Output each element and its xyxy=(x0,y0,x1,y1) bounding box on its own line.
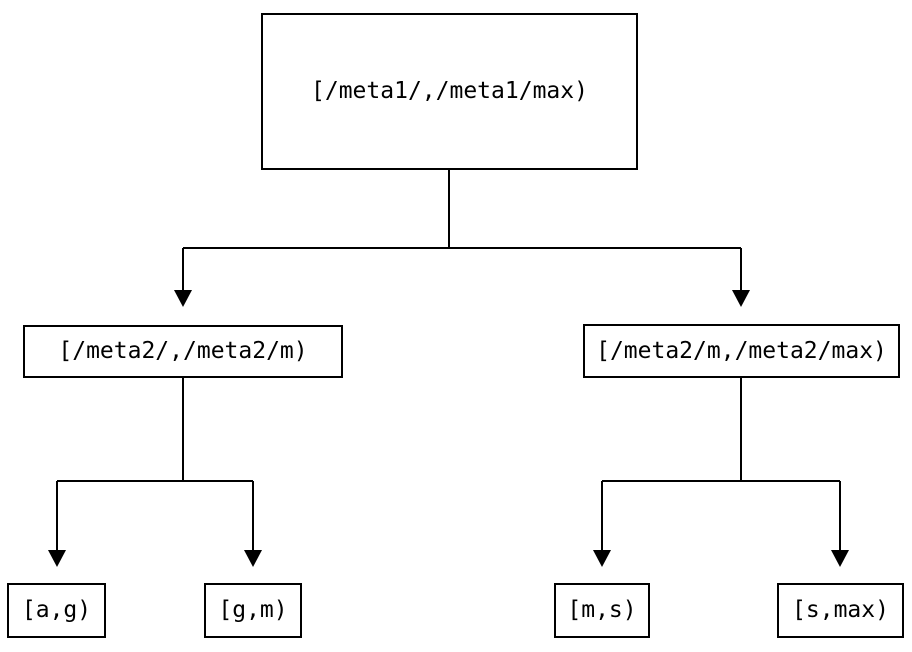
node-leaf-range-ms: [m,s) xyxy=(554,583,650,638)
arrow-down-icon xyxy=(831,550,849,567)
arrow-down-icon xyxy=(174,290,192,307)
node-label: [g,m) xyxy=(218,597,288,623)
node-label: [/meta1/,/meta1/max) xyxy=(311,78,588,104)
node-meta1-range: [/meta1/,/meta1/max) xyxy=(261,13,638,170)
arrow-down-icon xyxy=(732,290,750,307)
node-label: [a,g) xyxy=(21,597,92,623)
node-meta2-left-range: [/meta2/,/meta2/m) xyxy=(23,325,343,378)
arrow-down-icon xyxy=(244,550,262,567)
node-label: [/meta2/,/meta2/m) xyxy=(58,338,308,364)
node-label: [m,s) xyxy=(567,597,637,623)
node-meta2-right-range: [/meta2/m,/meta2/max) xyxy=(583,324,900,378)
arrow-down-icon xyxy=(48,550,66,567)
node-label: [/meta2/m,/meta2/max) xyxy=(596,337,887,364)
node-leaf-range-ag: [a,g) xyxy=(7,583,106,638)
arrow-down-icon xyxy=(593,550,611,567)
node-label: [s,max) xyxy=(792,597,889,623)
node-leaf-range-gm: [g,m) xyxy=(204,583,302,638)
node-leaf-range-smax: [s,max) xyxy=(777,583,904,638)
